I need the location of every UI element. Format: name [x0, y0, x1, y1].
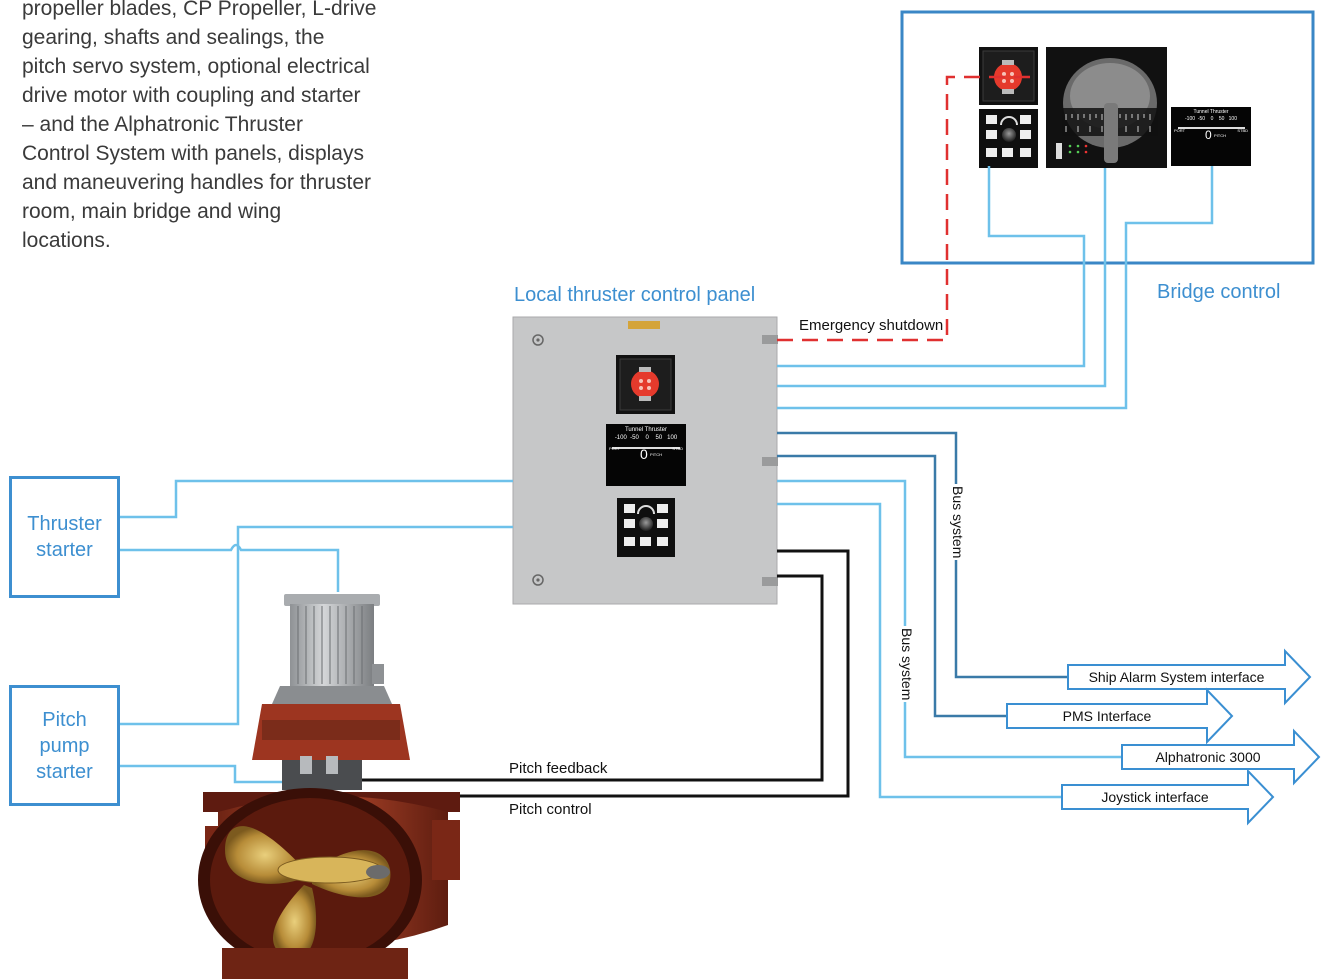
bridge-lever-console: [1046, 47, 1167, 168]
pms-interface-label: PMS Interface: [1062, 708, 1152, 724]
intro-line: and maneuvering handles for thruster: [22, 171, 372, 194]
intro-line: gearing, shafts and sealings, the: [22, 26, 325, 49]
bridge-emergency-stop-unit: [979, 47, 1038, 105]
bridge-keypad-unit: [979, 109, 1038, 168]
intro-line: – and the Alphatronic Thruster: [22, 113, 303, 136]
panel-display-unit: PITCH: [650, 452, 662, 457]
panel-display-stbd: STBD: [672, 446, 683, 451]
line-pitch-feedback: [345, 574, 824, 782]
bridge-control-frame: [900, 10, 1315, 265]
line-panel-to-thruster-starter: [120, 479, 513, 519]
panel-display-title: Tunnel Thruster: [624, 427, 668, 433]
thruster-starter-box: Thruster starter: [9, 476, 120, 598]
line-panel-to-bridge-keypad: [777, 166, 1086, 368]
panel-keypad-unit: [617, 498, 675, 557]
bridge-display-stbd: STBD: [1237, 128, 1248, 133]
panel-pitch-display: [606, 424, 686, 486]
bridge-display-scale: -100 -50 0 50 100: [1185, 116, 1237, 122]
line-alphatronic: [777, 479, 1122, 759]
bridge-control-label: Bridge control: [1157, 281, 1281, 303]
line-emergency-shutdown: [777, 75, 1038, 342]
line-pitch-pump-to-thruster: [120, 764, 295, 784]
pitch-control-label: Pitch control: [509, 801, 592, 818]
bridge-display-unit: PITCH: [1214, 133, 1226, 138]
pitch-pump-starter-label: Pitch pump starter: [36, 708, 93, 783]
panel-display-port: PORT: [609, 446, 621, 451]
bus-system-label-2: Bus system: [899, 626, 915, 703]
pitch-feedback-label: Pitch feedback: [509, 760, 608, 777]
panel-display-scale: -100 -50 0 50 100: [614, 435, 678, 441]
bridge-display-title: Tunnel Thruster: [1193, 109, 1229, 115]
bridge-display-text: Tunnel Thruster -100 -50 0 50 100 PORT S…: [1171, 109, 1251, 166]
bridge-display-value: 0: [1205, 128, 1212, 142]
intro-line: propeller blades, CP Propeller, L-drive: [22, 0, 377, 20]
line-thruster-starter-to-motor: [120, 543, 340, 592]
bridge-display-port: PORT: [1174, 128, 1186, 133]
intro-paragraph: propeller blades, CP Propeller, L-drive …: [22, 0, 442, 255]
panel-display-text: Tunnel Thruster -100 -50 0 50 100 PORT S…: [606, 426, 686, 486]
arrow-pms-interface: [1006, 687, 1234, 745]
intro-line: Control System with panels, displays: [22, 142, 364, 165]
bridge-pitch-display: [1171, 107, 1251, 166]
intro-line: locations.: [22, 229, 111, 252]
intro-line: room, main bridge and wing: [22, 200, 282, 223]
line-pitch-control: [345, 549, 850, 798]
ship-alarm-interface-label: Ship Alarm System interface: [1088, 669, 1265, 685]
thruster-starter-label: Thruster starter: [27, 513, 102, 561]
thruster-unit-illustration: [198, 594, 460, 979]
arrow-alphatronic-3000: [1121, 728, 1321, 786]
line-pms: [777, 454, 1007, 718]
line-panel-to-bridge-lever: [777, 168, 1107, 388]
intro-line: drive motor with coupling and starter: [22, 84, 361, 107]
arrow-ship-alarm-interface: [1067, 648, 1312, 706]
intro-line: pitch servo system, optional electrical: [22, 55, 370, 78]
panel-emergency-stop-unit: [616, 355, 675, 414]
bus-system-label-1: Bus system: [950, 484, 966, 561]
local-panel-label: Local thruster control panel: [514, 284, 756, 306]
emergency-shutdown-label: Emergency shutdown: [799, 317, 944, 334]
line-panel-to-bridge-display: [777, 166, 1214, 410]
line-joystick: [777, 502, 1062, 799]
arrow-joystick-interface: [1061, 768, 1275, 826]
joystick-interface-label: Joystick interface: [1101, 789, 1209, 805]
line-panel-to-pitch-pump-starter: [120, 525, 513, 726]
panel-display-value: 0: [640, 446, 648, 462]
alphatronic-3000-label: Alphatronic 3000: [1155, 749, 1261, 765]
pitch-pump-starter-box: Pitch pump starter: [9, 685, 120, 806]
